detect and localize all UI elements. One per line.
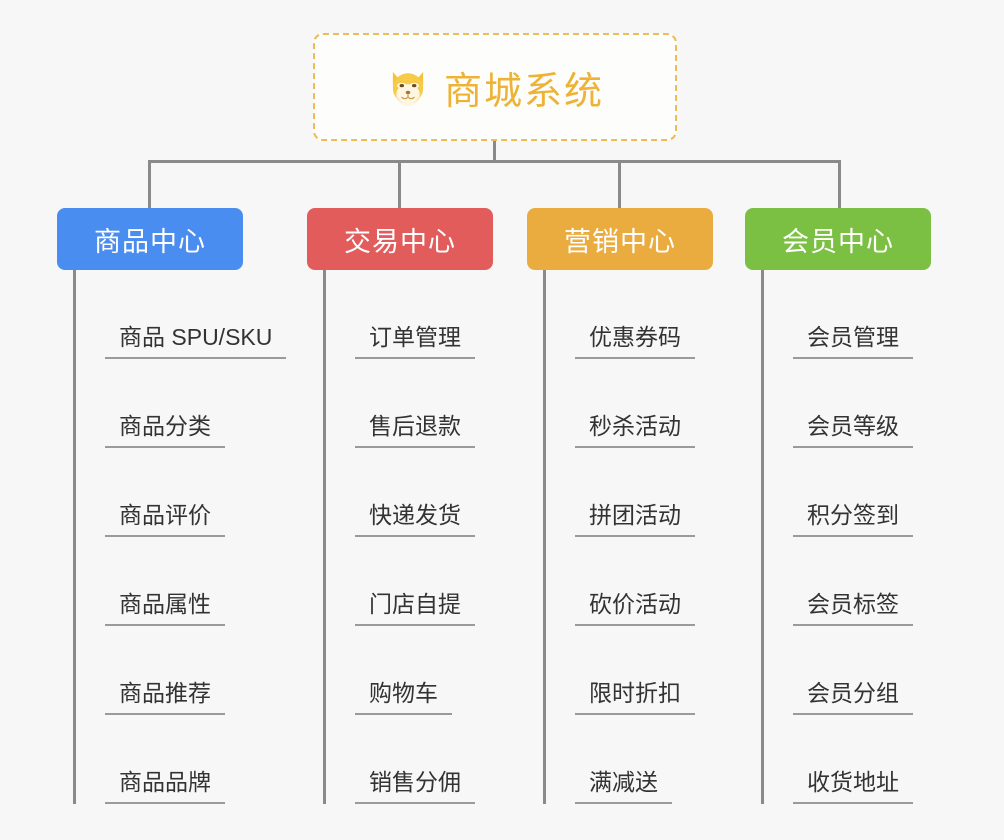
list-item[interactable]: 会员等级 — [761, 359, 931, 448]
list-item-label: 商品属性 — [105, 590, 225, 626]
list-item[interactable]: 售后退款 — [323, 359, 493, 448]
branch-spine — [323, 270, 326, 804]
root-title: 商城系统 — [443, 70, 604, 113]
list-item-label: 积分签到 — [793, 501, 913, 537]
list-item[interactable]: 购物车 — [323, 626, 493, 715]
connector-root-stem — [493, 141, 496, 162]
branch-marketing-center: 营销中心 优惠券码 秒杀活动 拼团活动 砍价活动 限时折扣 满减送 — [527, 208, 713, 804]
list-item[interactable]: 快递发货 — [323, 448, 493, 537]
list-item[interactable]: 商品评价 — [73, 448, 243, 537]
list-item[interactable]: 商品分类 — [73, 359, 243, 448]
branch-trade-center: 交易中心 订单管理 售后退款 快递发货 门店自提 购物车 销售分佣 — [307, 208, 493, 804]
list-item-label: 商品 SPU/SKU — [105, 323, 287, 359]
list-item[interactable]: 砍价活动 — [543, 537, 713, 626]
list-item-label: 商品分类 — [105, 412, 225, 448]
list-item[interactable]: 会员管理 — [761, 270, 931, 359]
list-item-label: 会员管理 — [793, 323, 913, 359]
list-item[interactable]: 订单管理 — [323, 270, 493, 359]
branch-label: 营销中心 — [564, 226, 676, 257]
branch-items-trade-center: 订单管理 售后退款 快递发货 门店自提 购物车 销售分佣 — [323, 270, 493, 804]
dog-face-icon — [386, 65, 430, 109]
list-item[interactable]: 优惠券码 — [543, 270, 713, 359]
branch-spine — [543, 270, 546, 804]
list-item[interactable]: 收货地址 — [761, 715, 931, 804]
list-item[interactable]: 会员标签 — [761, 537, 931, 626]
list-item[interactable]: 拼团活动 — [543, 448, 713, 537]
branch-items-member-center: 会员管理 会员等级 积分签到 会员标签 会员分组 收货地址 — [761, 270, 931, 804]
connector-horizontal-bus — [148, 160, 841, 163]
branch-items-product-center: 商品 SPU/SKU 商品分类 商品评价 商品属性 商品推荐 商品品牌 — [73, 270, 287, 804]
list-item[interactable]: 门店自提 — [323, 537, 493, 626]
list-item[interactable]: 销售分佣 — [323, 715, 493, 804]
list-item-label: 快递发货 — [355, 501, 475, 537]
branch-spine — [73, 270, 76, 804]
list-item-label: 商品品牌 — [105, 768, 225, 804]
list-item-label: 购物车 — [355, 679, 452, 715]
root-node[interactable]: 商城系统 — [313, 33, 677, 141]
list-item-label: 门店自提 — [355, 590, 475, 626]
branch-header-member-center[interactable]: 会员中心 — [745, 208, 931, 270]
branch-product-center: 商品中心 商品 SPU/SKU 商品分类 商品评价 商品属性 商品推荐 商品品牌 — [57, 208, 287, 804]
branch-header-trade-center[interactable]: 交易中心 — [307, 208, 493, 270]
list-item-label: 商品推荐 — [105, 679, 225, 715]
list-item[interactable]: 商品品牌 — [73, 715, 243, 804]
list-item-label: 砍价活动 — [575, 590, 695, 626]
connector-drop-4 — [838, 160, 841, 208]
list-item-label: 销售分佣 — [355, 768, 475, 804]
list-item[interactable]: 商品属性 — [73, 537, 243, 626]
branch-header-product-center[interactable]: 商品中心 — [57, 208, 243, 270]
list-item[interactable]: 商品 SPU/SKU — [73, 270, 287, 359]
list-item-label: 优惠券码 — [575, 323, 695, 359]
list-item-label: 商品评价 — [105, 501, 225, 537]
list-item-label: 限时折扣 — [575, 679, 695, 715]
list-item-label: 收货地址 — [793, 768, 913, 804]
connector-drop-1 — [148, 160, 151, 208]
branch-member-center: 会员中心 会员管理 会员等级 积分签到 会员标签 会员分组 收货地址 — [745, 208, 931, 804]
list-item[interactable]: 积分签到 — [761, 448, 931, 537]
list-item[interactable]: 限时折扣 — [543, 626, 713, 715]
list-item-label: 订单管理 — [355, 323, 475, 359]
list-item-label: 会员标签 — [793, 590, 913, 626]
list-item[interactable]: 满减送 — [543, 715, 713, 804]
list-item[interactable]: 会员分组 — [761, 626, 931, 715]
list-item-label: 会员等级 — [793, 412, 913, 448]
list-item-label: 售后退款 — [355, 412, 475, 448]
branch-label: 交易中心 — [344, 226, 456, 257]
branch-spine — [761, 270, 764, 804]
connector-drop-2 — [398, 160, 401, 208]
branch-label: 商品中心 — [94, 226, 206, 257]
list-item-label: 拼团活动 — [575, 501, 695, 537]
list-item[interactable]: 秒杀活动 — [543, 359, 713, 448]
list-item-label: 满减送 — [575, 768, 672, 804]
list-item-label: 秒杀活动 — [575, 412, 695, 448]
connector-drop-3 — [618, 160, 621, 208]
branch-header-marketing-center[interactable]: 营销中心 — [527, 208, 713, 270]
branch-items-marketing-center: 优惠券码 秒杀活动 拼团活动 砍价活动 限时折扣 满减送 — [543, 270, 713, 804]
list-item[interactable]: 商品推荐 — [73, 626, 243, 715]
branch-label: 会员中心 — [782, 226, 894, 257]
list-item-label: 会员分组 — [793, 679, 913, 715]
